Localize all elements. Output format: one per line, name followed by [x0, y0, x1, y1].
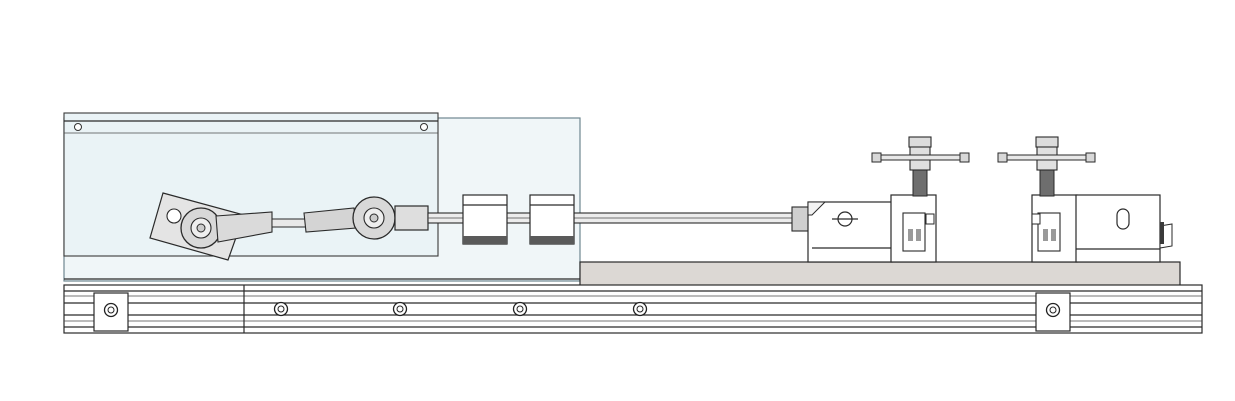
cover-screw-right [420, 123, 428, 131]
shaft-coupling [394, 205, 429, 231]
left-fixture-housing [807, 201, 893, 263]
base-plate [579, 261, 1181, 287]
load-cell-adapter [791, 206, 811, 232]
t-handle-1 [871, 152, 970, 163]
bearing-block-1 [462, 194, 508, 245]
extrusion-rail [63, 284, 1203, 334]
cover-screw-left [74, 123, 82, 131]
clamp-1 [890, 136, 937, 263]
linkage-assembly [149, 192, 429, 261]
pin-indicator [1160, 222, 1164, 244]
t-handle-2 [997, 152, 1096, 163]
bearing-block-2 [529, 194, 575, 245]
rail-bolt-4 [632, 301, 648, 317]
rail-bolt-1 [273, 301, 289, 317]
right-fixture-housing [1075, 194, 1173, 263]
rail-bolt-2 [392, 301, 408, 317]
rail-bracket-right [1035, 292, 1071, 332]
turnbuckle-rod [271, 218, 309, 228]
rail-bolt-3 [512, 301, 528, 317]
rail-bracket-left [93, 292, 129, 332]
